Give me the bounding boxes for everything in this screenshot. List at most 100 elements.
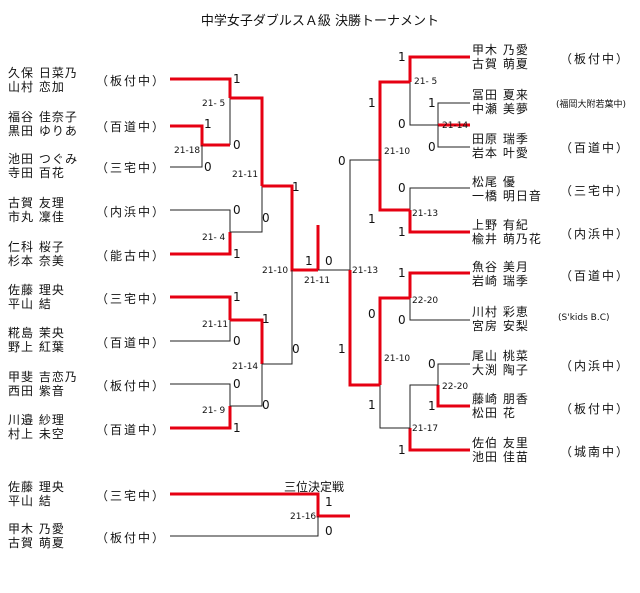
result-label: 0: [368, 307, 376, 321]
result-label: 0: [398, 313, 406, 327]
school-label: （能古中）: [96, 249, 167, 263]
line-l-pair8: [170, 383, 231, 406]
score-label: 22-20: [412, 296, 439, 306]
line-l-pair3: [170, 145, 203, 168]
result-label: 1: [204, 117, 212, 131]
result-label: 1: [262, 312, 270, 326]
left-pair-9: 川邉 紗理 村上 未空: [8, 413, 65, 441]
player-name: 佐藤 理央: [8, 283, 65, 297]
player-name: 川村 彩恵: [472, 305, 529, 319]
result-label: 1: [233, 247, 241, 261]
line-r-pair8: [437, 363, 470, 385]
right-pair-4: 松尾 優 一橋 明日音: [472, 175, 542, 203]
player-name: 平山 結: [8, 494, 52, 508]
line-l-pair4: [170, 209, 231, 232]
line-r-pair9: [436, 385, 470, 408]
line-r-r1: [409, 82, 438, 126]
line-third-pair1: [170, 492, 350, 518]
line-l-pair6: [170, 295, 232, 320]
player-name: 冨田 夏来: [472, 88, 529, 102]
right-pair-3: 田原 瑞季 岩本 叶愛: [472, 132, 529, 160]
line-l-r2: [230, 186, 263, 233]
player-name: 大渕 陶子: [472, 363, 529, 377]
third-place-title: 三位決定戦: [284, 480, 345, 494]
result-label: 1: [233, 421, 241, 435]
line-r-up2: [378, 296, 410, 385]
school-label: （内浜中）: [560, 227, 631, 241]
line-r-r2: [378, 160, 410, 212]
school-label: （板付中）: [96, 531, 167, 545]
line-r-semi-bot: [348, 270, 380, 387]
result-label: 1: [368, 96, 376, 110]
player-name: 古賀 萌夏: [8, 536, 65, 550]
right-pair-5: 上野 有紀 楡井 萌乃花: [472, 218, 542, 246]
result-label: 0: [398, 117, 406, 131]
school-label: （板付中）: [96, 379, 167, 393]
line-r-pair5: [408, 210, 470, 234]
school-label: （内浜中）: [96, 205, 167, 219]
left-pair-4: 古賀 友理 市丸 凜佳: [8, 196, 65, 224]
player-name: 甲木 乃愛: [472, 43, 529, 57]
score-label: 21-16: [290, 512, 317, 522]
line-l-pair1: [170, 77, 232, 98]
score-label: 21-11: [232, 170, 259, 180]
player-name: 佐藤 理央: [8, 480, 65, 494]
player-name: 平山 結: [8, 297, 52, 311]
line-third-pair2: [170, 516, 319, 537]
result-label: 0: [428, 140, 436, 154]
school-label: （城南中）: [560, 445, 631, 459]
player-name: 川邉 紗理: [8, 413, 65, 427]
result-label: 1: [428, 399, 436, 413]
score-label: 21-14: [232, 362, 259, 372]
player-name: 西田 紫音: [8, 384, 65, 398]
school-label: （板付中）: [560, 52, 631, 66]
school-label: （百道中）: [96, 423, 167, 437]
result-label: 1: [233, 290, 241, 304]
line-l-pair9: [170, 406, 232, 430]
score-label: 21-18: [174, 146, 201, 156]
result-label: 0: [292, 342, 300, 356]
right-pair-2: 冨田 夏来 中瀬 美夢: [472, 88, 529, 116]
school-label: （板付中）: [96, 74, 167, 88]
line-r-pair6: [408, 271, 470, 298]
result-label: 1: [368, 212, 376, 226]
score-label: 22-20: [442, 382, 469, 392]
player-name: 池田 つぐみ: [8, 152, 79, 166]
line-r-pair4: [409, 187, 470, 210]
player-name: 尾山 桃菜: [472, 349, 529, 363]
school-label: （内浜中）: [560, 359, 631, 373]
result-label: 0: [262, 211, 270, 225]
player-name: 魚谷 美月: [472, 260, 529, 274]
right-pair-7: 川村 彩恵 宮房 安梨: [472, 305, 529, 333]
result-label: 0: [262, 398, 270, 412]
score-label: 21-10: [262, 266, 289, 276]
line-r-pair7: [409, 298, 470, 321]
school-label: (S'kids B.C): [558, 313, 610, 323]
line-r-semi-top: [349, 159, 380, 270]
school-label: （三宅中）: [96, 292, 167, 306]
player-name: 甲斐 吉恋乃: [8, 370, 78, 384]
player-name: 黒田 ゆりあ: [8, 124, 78, 138]
result-label: 0: [233, 334, 241, 348]
result-label: 0: [204, 160, 212, 174]
score-label: 21-10: [384, 354, 411, 364]
player-name: 野上 紅葉: [8, 340, 65, 354]
player-name: 中瀬 美夢: [472, 102, 529, 116]
school-label: （百道中）: [96, 336, 167, 350]
result-label: 0: [233, 138, 241, 152]
player-name: 杉本 奈美: [8, 254, 65, 268]
result-label: 1: [338, 342, 346, 356]
right-pair-9: 藤崎 朋香 松田 花: [472, 392, 529, 420]
player-name: 一橋 明日音: [472, 189, 542, 203]
left-pair-8: 甲斐 吉恋乃 西田 紫音: [8, 370, 78, 398]
third-pair-2: 甲木 乃愛 古賀 萌夏: [8, 522, 65, 550]
result-label: 0: [233, 203, 241, 217]
left-pair-1: 久保 日菜乃 山村 恋加: [8, 66, 78, 94]
score-label: 21-14: [442, 121, 469, 131]
line-l-pair2: [170, 124, 230, 147]
player-name: 岩崎 瑞季: [472, 274, 529, 288]
result-label: 1: [398, 50, 406, 64]
player-name: 古賀 萌夏: [472, 57, 529, 71]
score-label: 21-17: [412, 424, 439, 434]
